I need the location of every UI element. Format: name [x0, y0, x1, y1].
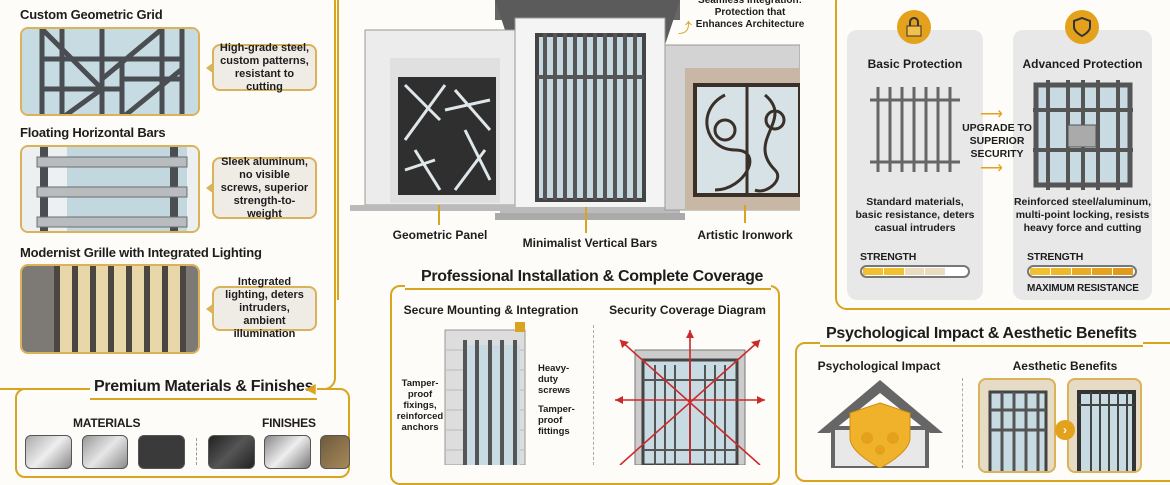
swatch-divider — [196, 438, 197, 465]
swatch-wrought-iron — [138, 435, 185, 469]
curved-arrow-icon: ⤴ — [678, 20, 692, 36]
pin-vertical — [585, 207, 587, 233]
mounting-illustration — [444, 322, 526, 465]
arrow-left-icon: ◀ — [305, 380, 316, 396]
upgrade-arrow-top: ⟶ — [980, 106, 1003, 123]
basic-bars-illustration — [870, 87, 960, 172]
label-artistic-ironwork: Artistic Ironwork — [697, 228, 793, 242]
swatch-aluminum — [82, 435, 128, 469]
item-title-horizontal-bars: Floating Horizontal Bars — [20, 125, 166, 140]
basic-strength-meter — [860, 265, 970, 278]
basic-protection-title: Basic Protection — [867, 57, 963, 71]
shield-icon — [1065, 10, 1099, 44]
label-tamper-proof-fixings: Tamper-proof fixings, reinforced anchors — [396, 378, 444, 433]
horizontal-bars-image — [20, 145, 200, 233]
padlock-icon — [897, 10, 931, 44]
callout-geometric-grid: High-grade steel, custom patterns, resis… — [206, 42, 317, 93]
aesthetic-benefits-title: Aesthetic Benefits — [1012, 359, 1118, 373]
facade-illustration — [350, 0, 800, 220]
upgrade-caption: UPGRADE TO SUPERIOR SECURITY — [962, 122, 1032, 160]
geometric-grid-image — [20, 27, 200, 116]
psych-section-title: Psychological Impact & Aesthetic Benefit… — [820, 325, 1143, 347]
label-tamper-proof-fittings: Tamper-proof fittings — [538, 404, 575, 437]
item-title-modernist-grille: Modernist Grille with Integrated Lightin… — [20, 245, 262, 260]
left-bracket — [337, 0, 357, 300]
installation-section-title: Professional Installation & Complete Cov… — [405, 268, 772, 290]
advanced-strength-label: STRENGTH — [1027, 251, 1084, 263]
advanced-protection-desc: Reinforced steel/aluminum, multi-point l… — [1013, 196, 1152, 234]
swatch-bronze — [320, 435, 350, 469]
secure-mounting-title: Secure Mounting & Integration — [403, 303, 579, 317]
family-house-illustration — [817, 380, 943, 468]
aesthetic-after-image — [1067, 378, 1142, 473]
materials-section-title: Premium Materials & Finishes — [90, 378, 318, 400]
psych-impact-title: Psychological Impact — [817, 359, 941, 373]
pin-geometric — [438, 205, 440, 225]
psych-divider — [962, 378, 963, 468]
aesthetic-before-image — [978, 378, 1056, 473]
swatch-steel — [25, 435, 72, 469]
label-geometric-panel: Geometric Panel — [392, 228, 488, 242]
advanced-strength-meter — [1027, 265, 1137, 278]
item-title-geometric-grid: Custom Geometric Grid — [20, 7, 163, 22]
swatch-matte-black — [208, 435, 255, 469]
advanced-protection-title: Advanced Protection — [1022, 57, 1143, 71]
basic-strength-label: STRENGTH — [860, 251, 917, 263]
maximum-resistance-label: MAXIMUM RESISTANCE — [1027, 283, 1139, 294]
callout-horizontal-bars: Sleek aluminum, no visible screws, super… — [206, 156, 317, 220]
callout-modernist-grille: Integrated lighting, deters intruders, a… — [206, 276, 317, 340]
basic-protection-desc: Standard materials, basic resistance, de… — [855, 196, 975, 234]
protection-frame — [835, 0, 1170, 310]
label-heavy-duty-screws: Heavy-duty screws — [538, 363, 571, 396]
modernist-grille-image — [20, 264, 200, 354]
finishes-label: FINISHES — [262, 416, 316, 430]
security-coverage-title: Security Coverage Diagram — [609, 303, 766, 317]
next-arrow-icon[interactable]: › — [1055, 420, 1075, 440]
advanced-grille-illustration — [1033, 80, 1133, 190]
seamless-integration-caption: Seamless Integration: Protection that En… — [695, 0, 805, 30]
upgrade-arrow-bottom: ⟶ — [980, 160, 1003, 177]
swatch-brushed — [264, 435, 311, 469]
installation-divider — [593, 325, 594, 465]
pin-artistic — [744, 205, 746, 223]
label-minimalist-vertical-bars: Minimalist Vertical Bars — [522, 236, 658, 250]
coverage-diagram — [615, 330, 765, 465]
materials-label: MATERIALS — [73, 416, 141, 430]
